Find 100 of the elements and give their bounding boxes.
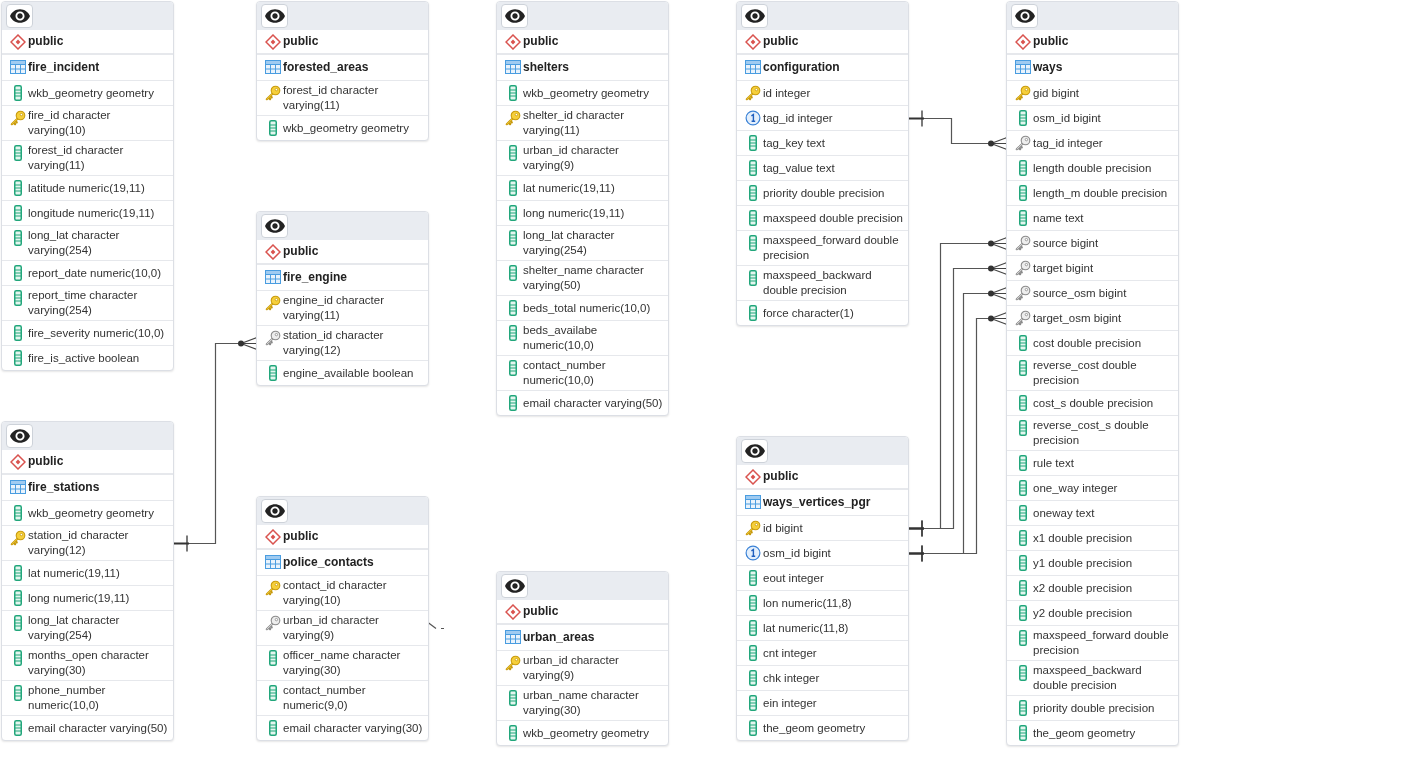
column-definition: beds_availabe numeric(10,0) [523,323,599,353]
column-definition: target bigint [1033,260,1094,276]
table-card [496,571,669,746]
column-definition: tag_key text [763,135,825,151]
column-definition: forest_id character varying(11) [28,143,125,173]
column-definition: contact_number numeric(10,0) [523,358,607,388]
column-definition: email character varying(50) [523,395,663,411]
column-definition: report_time character varying(254) [28,288,139,318]
column-definition: months_open character varying(30) [28,648,150,678]
schema-name: public [283,34,319,49]
column-definition: wkb_geometry geometry [283,120,409,136]
column-definition: osm_id bigint [1033,110,1101,126]
column-definition: email character varying(30) [283,720,423,736]
column-definition: maxspeed_forward double precision [763,233,900,263]
column-definition: reverse_cost double precision [1033,358,1138,388]
schema-name: public [1033,34,1069,49]
column-definition: the_geom geometry [763,720,866,736]
schema-name: public [523,34,559,49]
table-card [736,1,909,326]
column-definition: y2 double precision [1033,605,1133,621]
column-definition: lat numeric(19,11) [523,180,615,196]
column-definition: cost double precision [1033,335,1142,351]
table-card [736,436,909,741]
relationship-line [172,336,258,553]
column-definition: rule text [1033,455,1074,471]
column-definition: the_geom geometry [1033,725,1136,741]
table-name: ways_vertices_pgr [763,495,871,510]
column-definition: report_date numeric(10,0) [28,265,161,281]
schema-name: public [763,469,799,484]
column-definition: fire_is_active boolean [28,350,140,366]
column-definition: eout integer [763,570,824,586]
schema-name: public [523,604,559,619]
column-definition: officer_name character varying(30) [283,648,402,678]
column-definition: email character varying(50) [28,720,168,736]
column-definition: shelter_id character varying(11) [523,108,625,138]
column-definition: length_m double precision [1033,185,1168,201]
column-definition: gid bigint [1033,85,1080,101]
column-definition: y1 double precision [1033,555,1133,571]
column-definition: tag_value text [763,160,835,176]
column-definition: urban_id character varying(9) [523,653,620,683]
column-definition: source_osm bigint [1033,285,1127,301]
column-definition: long_lat character varying(254) [28,228,121,258]
column-definition: station_id character varying(12) [283,328,385,358]
column-definition: fire_severity numeric(10,0) [28,325,165,341]
column-definition: maxspeed double precision [763,210,903,226]
schema-name: public [283,529,319,544]
column-definition: forest_id character varying(11) [283,83,380,113]
column-definition: maxspeed_backward double precision [763,268,873,298]
column-definition: longitude numeric(19,11) [28,205,155,221]
table-card [256,1,429,141]
column-definition: urban_id character varying(9) [523,143,620,173]
column-definition: latitude numeric(19,11) [28,180,145,196]
column-definition: lat numeric(19,11) [28,565,120,581]
column-definition: contact_number numeric(9,0) [283,683,367,713]
table-name: forested_areas [283,60,369,75]
column-definition: station_id character varying(12) [28,528,130,558]
column-definition: shelter_name character varying(50) [523,263,645,293]
column-definition: x1 double precision [1033,530,1133,546]
schema-name: public [283,244,319,259]
table-card [496,1,669,416]
column-definition: priority double precision [763,185,885,201]
table-name: police_contacts [283,555,374,570]
column-definition: wkb_geometry geometry [28,85,154,101]
column-definition: long numeric(19,11) [523,205,625,221]
column-definition: id bigint [763,520,803,536]
column-definition: target_osm bigint [1033,310,1122,326]
column-definition: source bigint [1033,235,1099,251]
schema-name: public [28,454,64,469]
column-definition: reverse_cost_s double precision [1033,418,1150,448]
column-definition: wkb_geometry geometry [523,725,649,741]
column-definition: wkb_geometry geometry [523,85,649,101]
column-definition: fire_id character varying(10) [28,108,112,138]
column-definition: cost_s double precision [1033,395,1154,411]
column-definition: long numeric(19,11) [28,590,130,606]
column-definition: oneway text [1033,505,1095,521]
column-definition: priority double precision [1033,700,1155,716]
relationship-line [907,109,1008,151]
column-definition: engine_id character varying(11) [283,293,385,323]
column-definition: engine_available boolean [283,365,414,381]
schema-name: public [28,34,64,49]
column-definition: length double precision [1033,160,1152,176]
column-definition: phone_number numeric(10,0) [28,683,107,713]
column-definition: maxspeed_forward double precision [1033,628,1170,658]
table-name: fire_incident [28,60,100,75]
column-definition: id integer [763,85,811,101]
column-definition: ein integer [763,695,817,711]
column-definition: osm_id bigint [763,545,831,561]
schema-name: public [763,34,799,49]
column-definition: beds_total numeric(10,0) [523,300,651,316]
relationship-line [427,621,445,630]
table-name: urban_areas [523,630,595,645]
column-definition: urban_id character varying(9) [283,613,380,643]
table-card [1006,1,1179,746]
column-definition: one_way integer [1033,480,1118,496]
table-name: configuration [763,60,840,75]
table-card [1,1,174,371]
column-definition: urban_name character varying(30) [523,688,640,718]
table-name: fire_engine [283,270,348,285]
column-definition: lon numeric(11,8) [763,595,852,611]
column-definition: force character(1) [763,305,854,321]
